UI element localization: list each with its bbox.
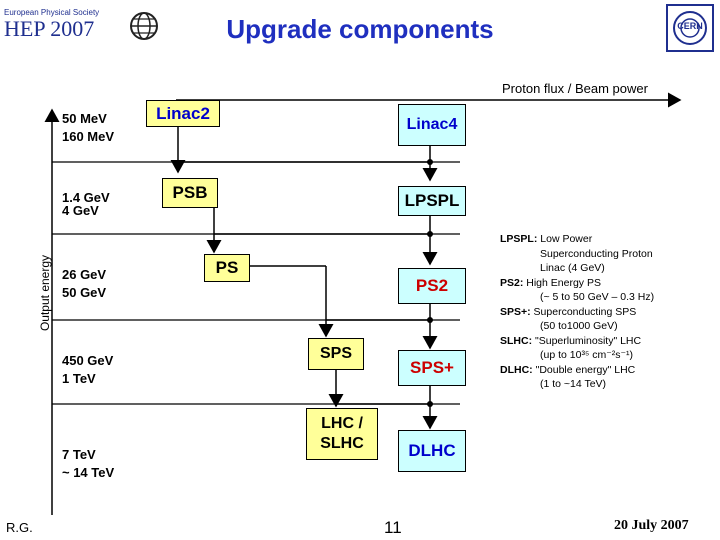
linac4-box: Linac4 [398,104,466,146]
flux-axis-label: Proton flux / Beam power [502,81,648,96]
note-line: (~ 5 to 50 GeV – 0.3 Hz) [540,291,655,303]
note-line: LPSPL: Low Power [500,233,593,245]
note-line: PS2: High Energy PS [500,276,601,289]
sps-plus-box: SPS+ [398,350,466,386]
note-line: (1 to ~14 TeV) [540,378,607,390]
note-line: (up to 10³⁵ cm⁻²s⁻¹) [540,349,634,361]
cern-logo-text: CERN [677,21,703,31]
eps-logo-text: European Physical Society [4,8,100,17]
energy-label-sps: 450 GeV 1 TeV [62,353,114,386]
energy-label-ps: 26 GeV 50 GeV [62,267,107,300]
energy-label-booster: 1.4 GeV 4 GeV [62,190,110,218]
sps-box: SPS [308,338,364,370]
energy-label-lhc: 7 TeV ~ 14 TeV [62,447,115,480]
note-line: Superconducting Proton [540,247,653,260]
lhc-box: LHC / SLHC [306,408,378,460]
page-title: Upgrade components [226,14,494,44]
page-number: 11 [384,518,402,537]
globe-icon [128,10,160,42]
note-line: SLHC: "Superluminosity" LHC [500,334,642,347]
hep-logo-text: HEP 2007 [4,16,95,41]
note-line: (50 to1000 GeV) [540,320,618,332]
energy-axis-label: Output energy [38,254,52,332]
dlhc-box: DLHC [398,430,466,472]
author-label: R.G. [6,520,33,535]
cern-logo: CERN [666,4,714,52]
linac2-box: Linac2 [146,100,220,127]
eps-logo: European Physical Society HEP 2007 [4,8,112,44]
ps2-box: PS2 [398,268,466,304]
ps-box: PS [204,254,250,282]
energy-label-linac: 50 MeV 160 MeV [62,111,115,144]
psb-box: PSB [162,178,218,208]
date-label: 20 July 2007 [614,518,689,533]
note-line: Linac (4 GeV) [540,262,605,274]
note-line: SPS+: Superconducting SPS [500,305,637,318]
notes-panel: LPSPL: Low Power Superconducting Proton … [500,232,705,392]
note-line: DLHC: "Double energy" LHC [500,363,636,376]
lpspl-box: LPSPL [398,186,466,216]
